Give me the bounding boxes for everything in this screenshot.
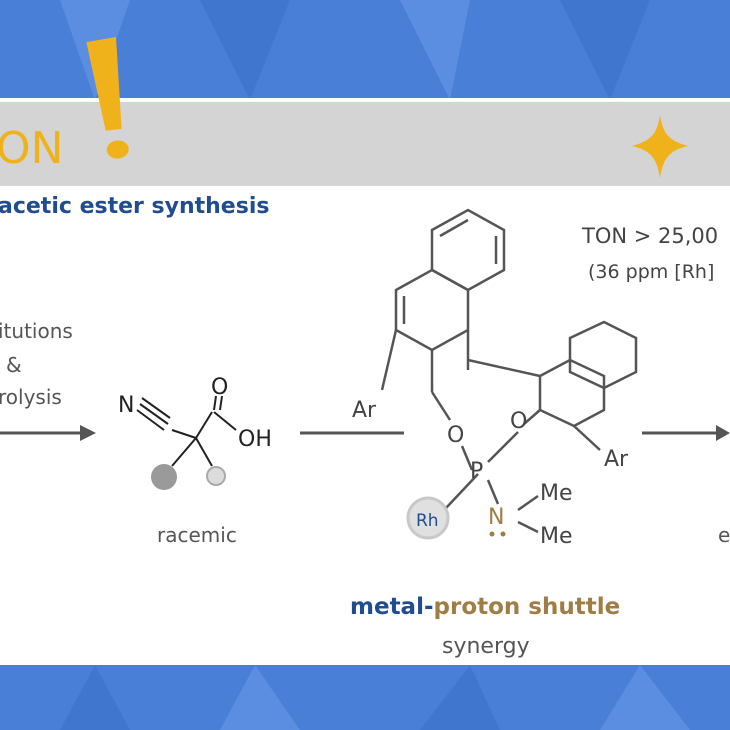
group-oh: OH	[238, 427, 272, 452]
lone-pair-icon	[489, 531, 506, 537]
caption-dash: -	[424, 594, 434, 620]
right-caption-fragment: e	[718, 523, 730, 547]
methyl-bottom: Me	[540, 524, 573, 549]
rhodium-circle	[406, 496, 450, 540]
atom-o-carbonyl: O	[211, 375, 228, 400]
caption-metal: metal	[350, 594, 424, 620]
left-step-line2: &	[6, 353, 22, 377]
content-panel	[0, 98, 730, 665]
binol-catalyst	[380, 208, 638, 534]
left-step-line1: itutions	[0, 319, 73, 343]
banner-subtitle: acetic ester synthesis	[0, 194, 269, 219]
rhodium-label: Rh	[416, 511, 439, 531]
racemic-caption: racemic	[157, 523, 237, 547]
atom-o2: O	[510, 409, 527, 434]
banner-title-fragment: ON	[0, 123, 64, 174]
substituent-small	[206, 466, 226, 486]
ar-top: Ar	[352, 398, 377, 423]
caption-proton-shuttle: proton shuttle	[434, 594, 621, 620]
substituent-large	[151, 464, 177, 490]
reaction-arrow-2	[642, 425, 730, 441]
atom-n-amine: N	[488, 505, 504, 530]
reaction-arrow-1	[0, 425, 96, 441]
ton-ppm: (36 ppm [Rh]	[588, 261, 714, 283]
ar-bottom: Ar	[604, 447, 629, 472]
methyl-top: Me	[540, 481, 573, 506]
left-step-line3: rolysis	[0, 385, 62, 409]
atom-p: P	[470, 459, 483, 484]
catalyst-subcaption: synergy	[442, 634, 530, 659]
atom-o1: O	[447, 423, 464, 448]
racemic-intermediate	[136, 395, 237, 467]
catalyst-caption: metal-proton shuttle	[350, 594, 620, 620]
exclamation-mark	[86, 37, 129, 159]
ton-value: TON > 25,00	[581, 224, 718, 248]
sparkle-icon	[632, 115, 688, 178]
atom-n-cyano: N	[118, 393, 134, 418]
